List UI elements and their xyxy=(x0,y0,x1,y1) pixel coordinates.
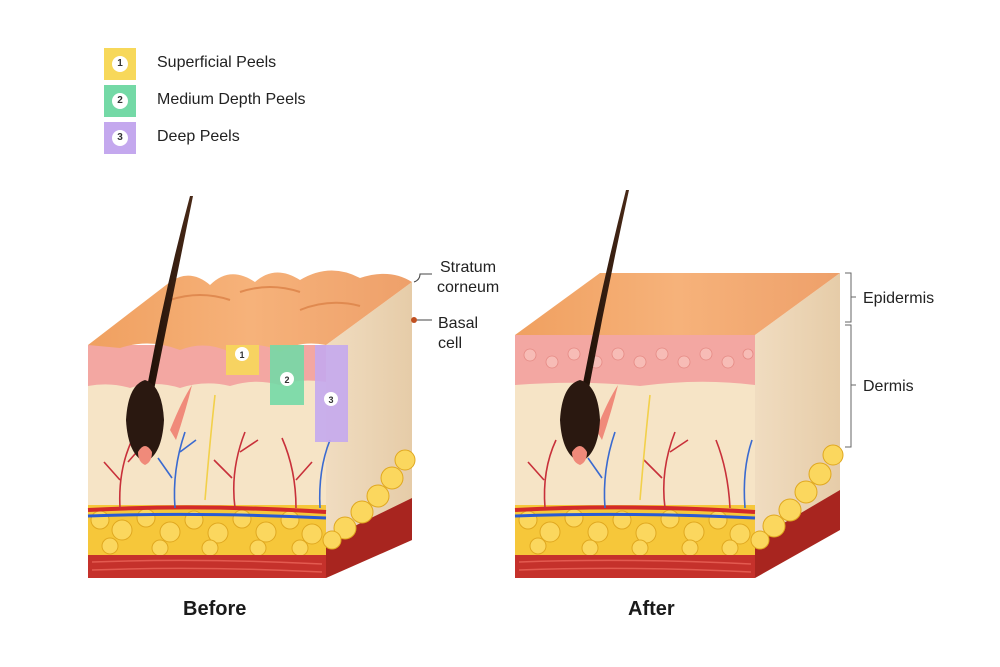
before-caption: Before xyxy=(183,598,247,620)
epidermis-bracket xyxy=(845,272,856,323)
after-epidermis-cells xyxy=(523,347,754,369)
after-capillaries xyxy=(527,431,731,509)
peel-marker-medium xyxy=(280,372,294,386)
before-vein xyxy=(87,512,327,520)
basal-cell-label-2: cell xyxy=(438,335,462,352)
basal-cell-dot xyxy=(411,317,417,323)
peel-marker-superficial xyxy=(235,347,249,361)
before-hair-shaft xyxy=(143,196,193,410)
after-vein xyxy=(514,512,756,520)
before-hair-bulb-papilla xyxy=(138,446,152,465)
before-epidermis-band xyxy=(88,345,326,388)
legend-swatch-superficial: 1 xyxy=(104,48,136,80)
legend-label: Superficial Peels xyxy=(157,54,277,71)
basal-cell-label-1: Basal xyxy=(438,315,478,332)
peel-marker-deep xyxy=(324,392,338,406)
after-side-face xyxy=(755,273,840,578)
before-muscle-layer xyxy=(88,555,326,578)
before-skin-block: 1 2 3 Stratum corneum Basal cell xyxy=(87,196,499,578)
after-veins-blue xyxy=(587,431,753,509)
after-nerve xyxy=(639,394,651,501)
before-top-ridges xyxy=(169,286,361,311)
dermis-label: Dermis xyxy=(863,378,914,395)
after-hair-bulb-papilla xyxy=(572,446,587,465)
after-arrector-muscle xyxy=(596,385,618,440)
before-side-muscle xyxy=(326,498,412,578)
before-hair-follicle xyxy=(126,380,164,462)
legend-label: Deep Peels xyxy=(157,128,240,145)
legend-label: Medium Depth Peels xyxy=(157,91,306,108)
legend-item-medium: 2 Medium Depth Peels xyxy=(104,85,404,117)
after-skin-block: Epidermis Dermis xyxy=(514,190,934,578)
before-side-fat xyxy=(322,449,416,550)
before-veins-blue xyxy=(157,431,331,509)
stratum-corneum-leader xyxy=(413,273,432,283)
after-muscle-lines xyxy=(518,559,752,573)
dermis-bracket xyxy=(845,324,856,448)
stratum-corneum-label-2: corneum xyxy=(437,279,499,296)
legend-item-deep: 3 Deep Peels xyxy=(104,122,404,154)
before-arrector-muscle xyxy=(170,385,192,440)
legend-swatch-medium: 2 xyxy=(104,85,136,117)
peel-marker-superficial-number: 1 xyxy=(239,350,244,360)
stratum-corneum-label-1: Stratum xyxy=(440,259,496,276)
after-hair-follicle xyxy=(560,380,600,462)
before-capillaries xyxy=(103,431,313,509)
after-side-muscle xyxy=(755,490,840,578)
legend-swatch-deep: 3 xyxy=(104,122,136,154)
legend-number: 2 xyxy=(112,93,128,109)
legend-item-superficial: 1 Superficial Peels xyxy=(104,48,404,80)
epidermis-label: Epidermis xyxy=(863,290,934,307)
peel-marker-deep-number: 3 xyxy=(328,395,333,405)
after-hair-shaft xyxy=(578,190,629,410)
after-caption: After xyxy=(628,598,675,620)
after-side-fat xyxy=(750,444,844,550)
after-muscle-layer xyxy=(515,555,755,578)
before-artery xyxy=(87,505,327,514)
before-nerve xyxy=(204,394,216,501)
after-artery xyxy=(514,505,756,514)
legend-number: 3 xyxy=(112,130,128,146)
peel-marker-medium-number: 2 xyxy=(284,375,289,385)
before-fat-cells xyxy=(90,508,323,557)
legend-number: 1 xyxy=(112,56,128,72)
before-muscle-lines xyxy=(91,559,323,573)
